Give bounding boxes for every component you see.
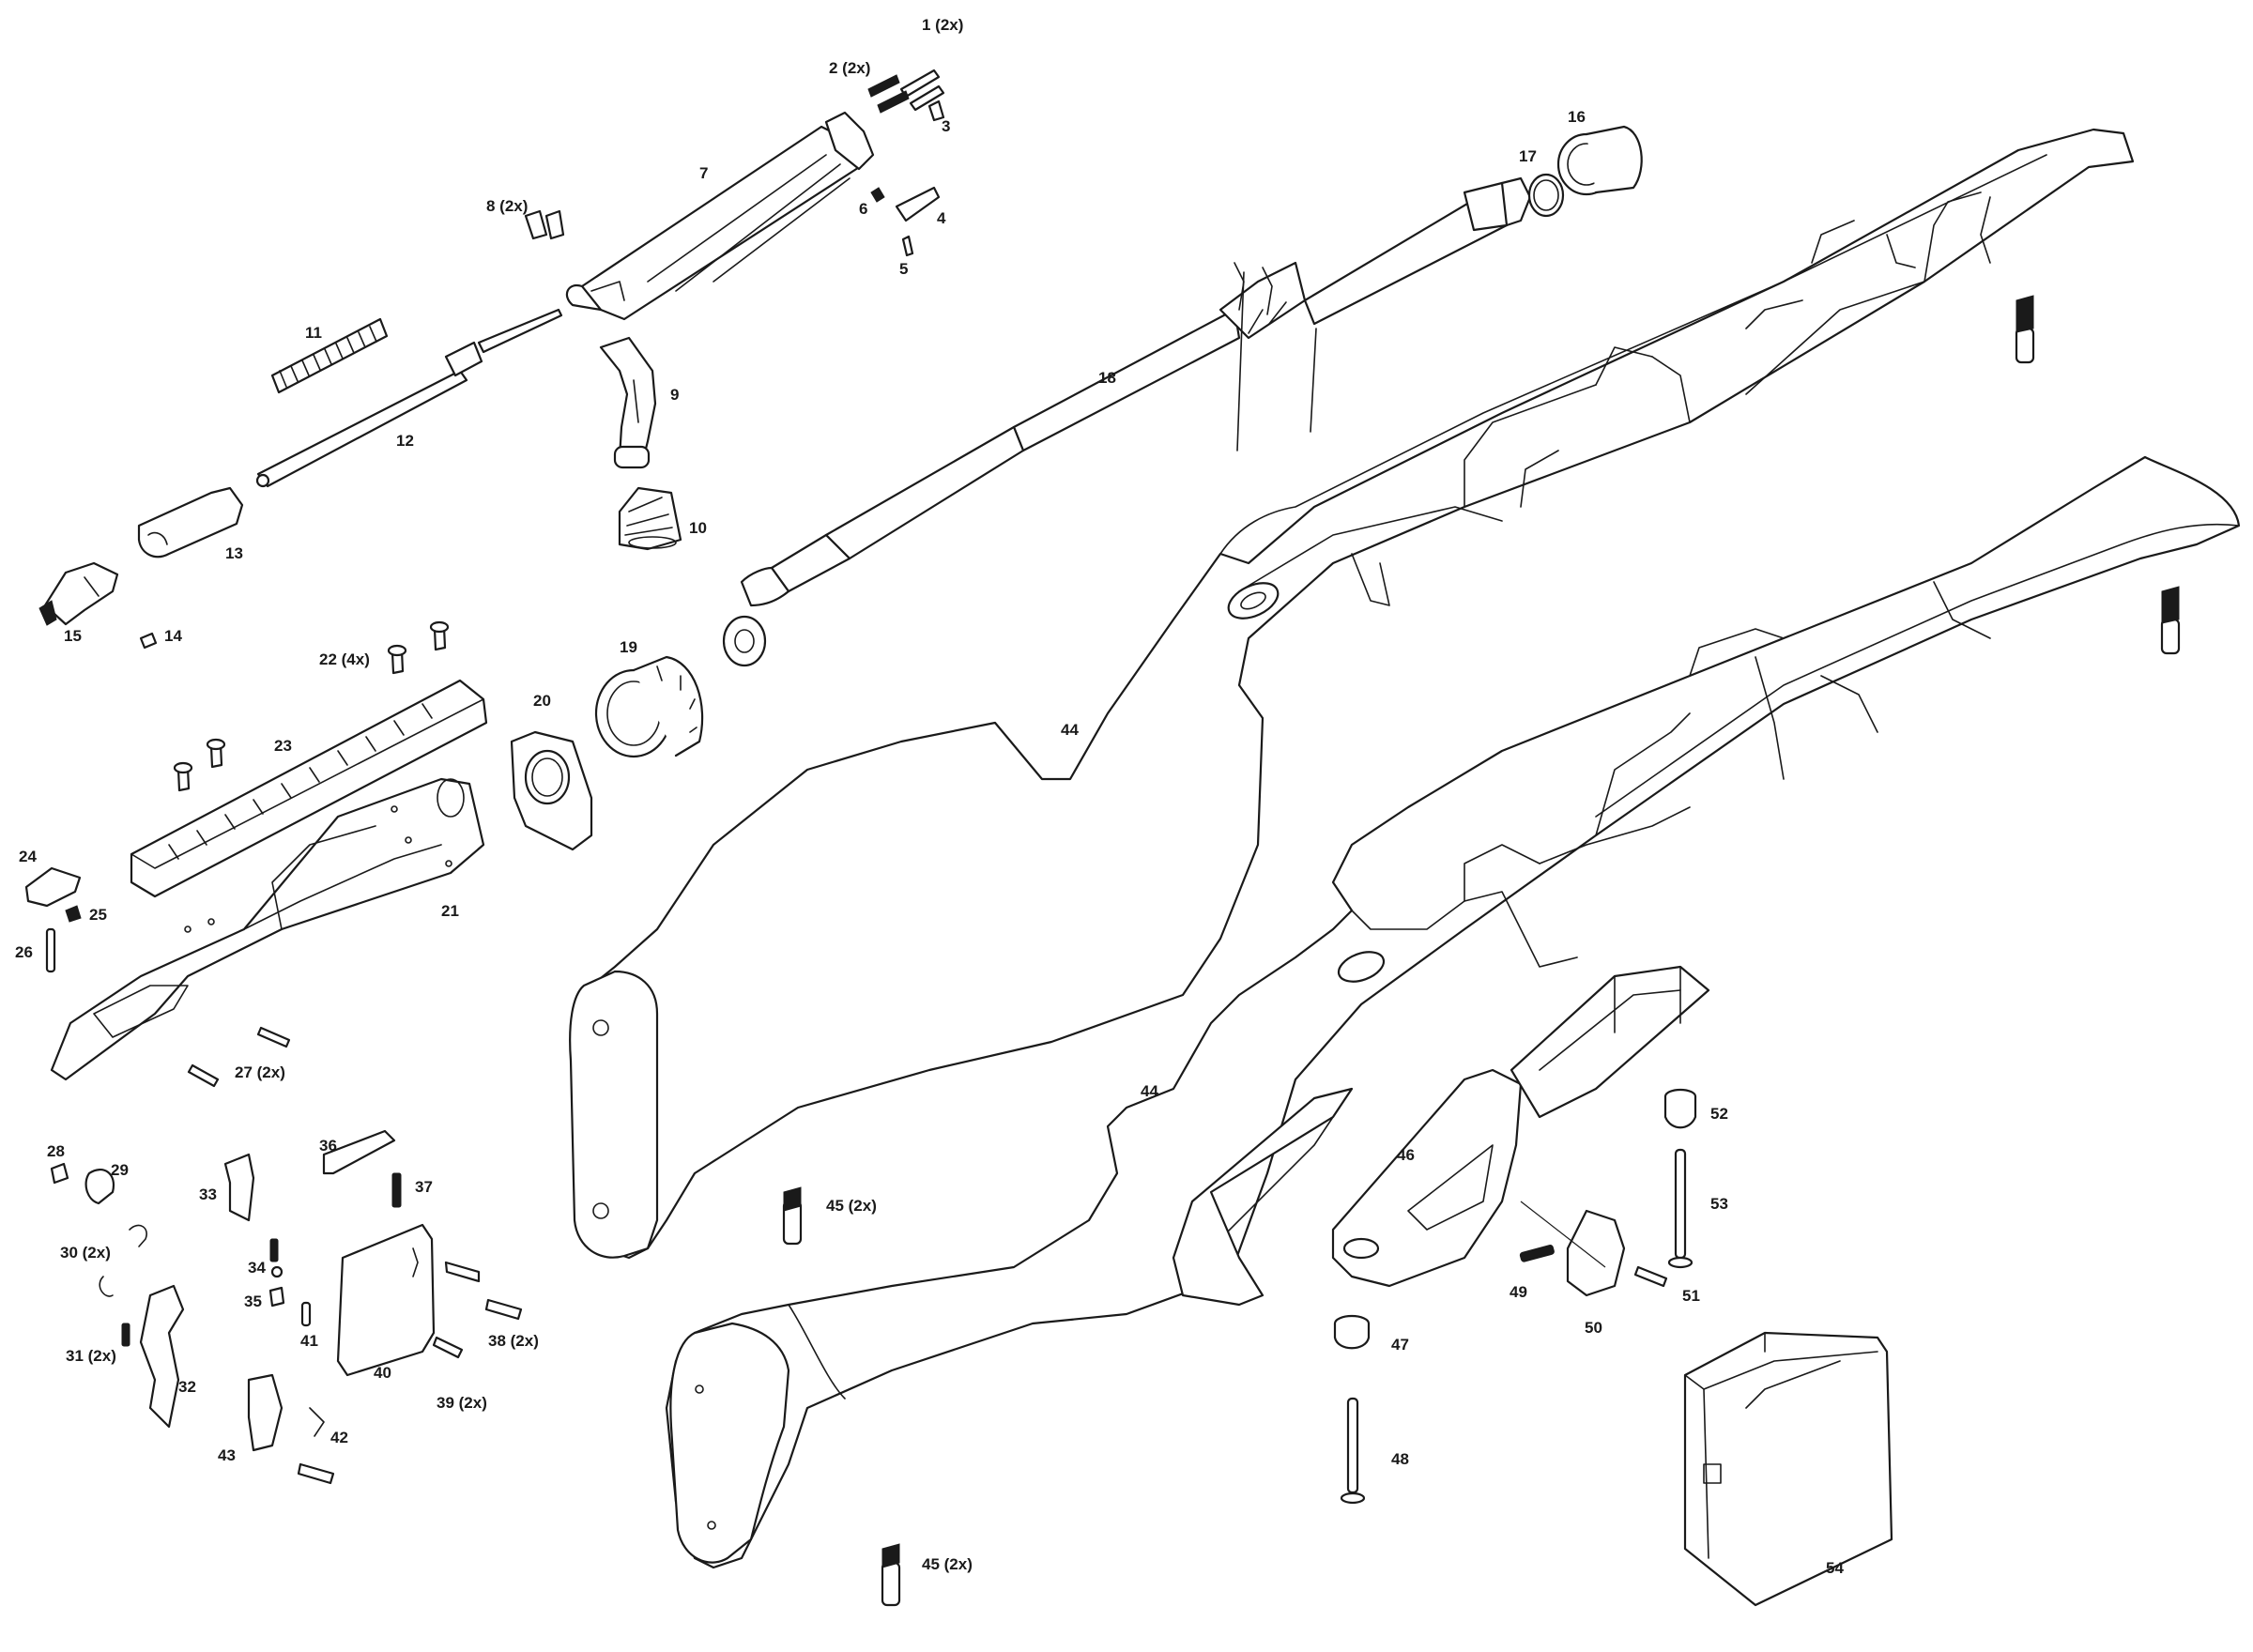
label-22: 22 (4x) xyxy=(319,650,370,668)
pins-27 xyxy=(187,1026,291,1088)
cocking-piece xyxy=(137,486,244,558)
label-52: 52 xyxy=(1710,1105,1728,1123)
label-3: 3 xyxy=(942,117,950,135)
scope-rail xyxy=(130,679,488,898)
label-14: 14 xyxy=(164,627,182,645)
label-17: 17 xyxy=(1519,147,1537,165)
label-18: 18 xyxy=(1098,369,1116,387)
bolt-knob xyxy=(618,486,682,551)
label-40: 40 xyxy=(374,1364,391,1382)
part-labels: 1 (2x) 2 (2x) 3 4 5 6 7 8 (2x) 9 10 11 1… xyxy=(15,16,1844,1577)
label-45a: 45 (2x) xyxy=(826,1197,877,1215)
label-5: 5 xyxy=(899,260,908,278)
label-11: 11 xyxy=(305,324,322,342)
label-44a: 44 xyxy=(1061,721,1079,739)
stock-screws xyxy=(2015,295,2181,655)
label-20: 20 xyxy=(533,692,551,710)
mainspring xyxy=(270,317,389,394)
label-31: 31 (2x) xyxy=(66,1347,116,1365)
trigger-guard xyxy=(1331,1068,1523,1288)
label-26: 26 xyxy=(15,943,33,961)
label-44b: 44 xyxy=(1141,1082,1158,1100)
label-47: 47 xyxy=(1391,1336,1409,1354)
label-29: 29 xyxy=(111,1161,129,1179)
label-15: 15 xyxy=(64,627,82,645)
label-2: 2 (2x) xyxy=(829,59,870,77)
label-24: 24 xyxy=(19,848,37,865)
label-4: 4 xyxy=(937,209,946,227)
muzzle-cap xyxy=(1527,125,1643,218)
label-19: 19 xyxy=(620,638,637,656)
trigger-group-parts xyxy=(50,1129,523,1485)
label-53: 53 xyxy=(1710,1195,1728,1213)
label-42: 42 xyxy=(330,1429,348,1446)
stock-upper xyxy=(569,128,2135,1260)
label-9: 9 xyxy=(670,386,679,404)
bolt-shroud xyxy=(38,561,119,626)
label-23: 23 xyxy=(274,737,292,755)
label-1: 1 (2x) xyxy=(922,16,963,34)
label-25: 25 xyxy=(89,906,107,924)
label-39: 39 (2x) xyxy=(437,1394,487,1412)
label-45b: 45 (2x) xyxy=(922,1555,973,1573)
label-34: 34 xyxy=(248,1259,266,1277)
magazine xyxy=(1683,1331,1893,1607)
rail-screws xyxy=(173,620,450,792)
label-10: 10 xyxy=(689,519,707,537)
receiver xyxy=(50,777,485,1081)
label-50: 50 xyxy=(1585,1319,1602,1337)
label-28: 28 xyxy=(47,1142,65,1160)
recoil-lug xyxy=(510,730,593,851)
parts-47-48 xyxy=(1333,1314,1371,1505)
label-32: 32 xyxy=(178,1378,196,1396)
label-38: 38 (2x) xyxy=(488,1332,539,1350)
bolt-body xyxy=(565,111,875,321)
extractor-parts xyxy=(867,69,945,257)
label-43: 43 xyxy=(218,1446,236,1464)
magazine-housing xyxy=(1510,965,1710,1119)
pin-14 xyxy=(139,632,158,650)
label-41: 41 xyxy=(300,1332,318,1350)
barrel xyxy=(722,176,1532,667)
magazine-latch xyxy=(1519,1209,1668,1297)
label-54: 54 xyxy=(1826,1559,1844,1577)
barrel-nut xyxy=(594,655,704,758)
label-46: 46 xyxy=(1397,1146,1415,1164)
label-33: 33 xyxy=(199,1185,217,1203)
label-21: 21 xyxy=(441,902,459,920)
label-37: 37 xyxy=(415,1178,433,1196)
firing-pin xyxy=(255,308,563,488)
label-27: 27 (2x) xyxy=(235,1063,285,1081)
label-12: 12 xyxy=(396,432,414,450)
stock-lower xyxy=(665,455,2241,1569)
pin-8 xyxy=(524,209,565,240)
label-48: 48 xyxy=(1391,1450,1409,1468)
label-35: 35 xyxy=(244,1293,262,1310)
label-8: 8 (2x) xyxy=(486,197,528,215)
label-51: 51 xyxy=(1682,1287,1700,1305)
barrel-break xyxy=(1236,271,1317,451)
bolt-handle xyxy=(599,336,657,469)
leader-lines xyxy=(1520,1201,1606,1268)
label-7: 7 xyxy=(699,164,708,182)
label-36: 36 xyxy=(319,1137,337,1155)
label-16: 16 xyxy=(1568,108,1586,126)
label-13: 13 xyxy=(225,544,243,562)
action-screws-45 xyxy=(782,1186,901,1607)
bolt-release-parts xyxy=(24,866,82,973)
parts-52-53 xyxy=(1663,1088,1697,1269)
label-6: 6 xyxy=(859,200,867,218)
label-49: 49 xyxy=(1510,1283,1527,1301)
label-30: 30 (2x) xyxy=(60,1244,111,1262)
